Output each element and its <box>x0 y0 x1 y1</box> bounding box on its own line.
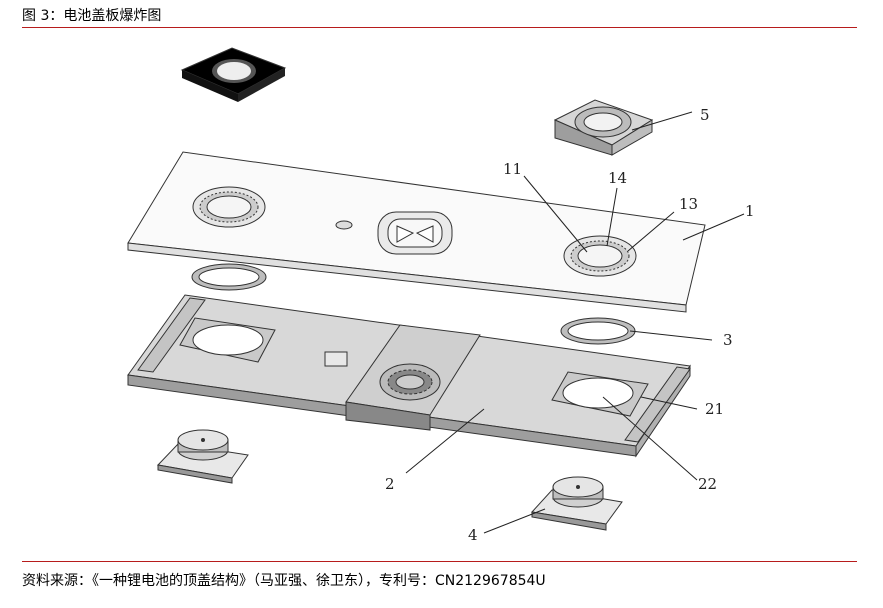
label-14: 14 <box>608 169 627 187</box>
label-21: 21 <box>705 400 724 418</box>
seal-ring-left <box>191 263 267 291</box>
dark-seal-part <box>180 47 287 102</box>
terminal-left <box>156 429 249 484</box>
part-5-block <box>553 99 654 156</box>
label-4: 4 <box>468 526 478 544</box>
top-plate <box>127 151 706 313</box>
top-rule <box>22 27 857 28</box>
label-13: 13 <box>679 195 698 213</box>
source-note: 资料来源：《一种锂电池的顶盖结构》（马亚强、徐卫东），专利号：CN2129678… <box>22 573 546 589</box>
label-5: 5 <box>700 106 710 124</box>
bottom-rule <box>22 561 857 562</box>
label-22: 22 <box>698 475 717 493</box>
label-3: 3 <box>723 331 733 349</box>
label-2: 2 <box>385 475 395 493</box>
label-1: 1 <box>745 202 755 220</box>
seal-ring-right <box>560 317 636 345</box>
leader-lines <box>405 111 745 534</box>
figure-caption: 图 3：电池盖板爆炸图 <box>22 8 162 24</box>
terminal-right <box>531 476 623 531</box>
label-11: 11 <box>503 160 522 178</box>
lower-frame <box>127 294 691 458</box>
